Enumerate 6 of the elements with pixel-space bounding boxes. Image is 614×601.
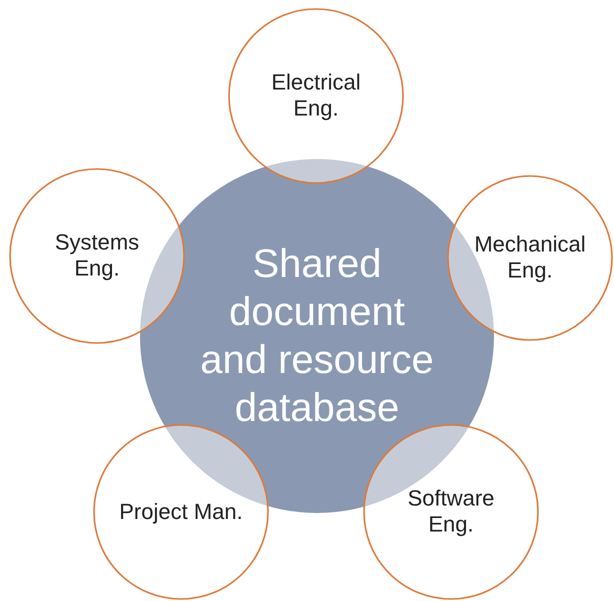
circle-label: Systems Eng. <box>54 230 140 282</box>
circle-label: Project Man. <box>118 498 244 526</box>
circle-label: Electrical Eng. <box>270 70 362 122</box>
circle-label: Software Eng. <box>406 486 496 538</box>
center-label: Shared document and resource database <box>199 241 435 432</box>
circle-label: Mechanical Eng. <box>473 232 587 284</box>
